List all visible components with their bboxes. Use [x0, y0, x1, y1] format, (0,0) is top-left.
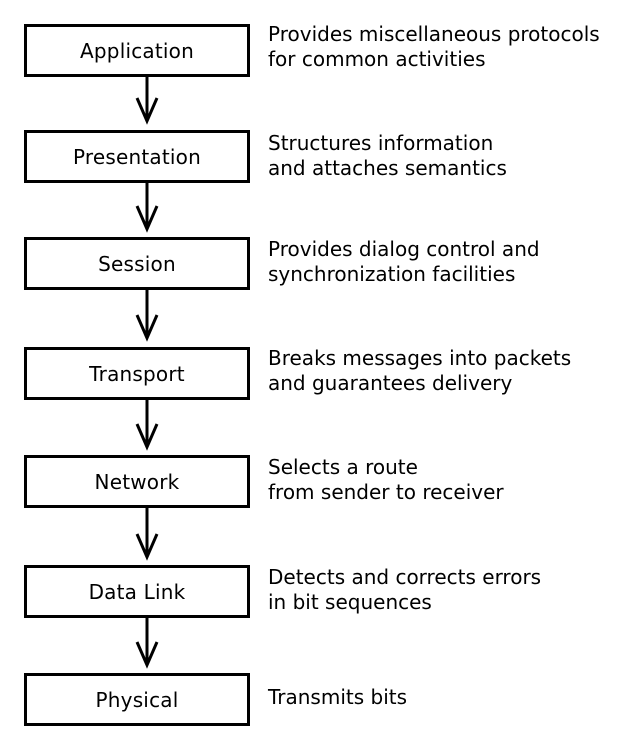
- layer-box-data-link: Data Link: [24, 565, 250, 618]
- layer-description-presentation: Structures information and attaches sema…: [268, 131, 507, 180]
- layer-description-session: Provides dialog control and synchronizat…: [268, 237, 540, 286]
- arrow-presentation-to-session: [135, 183, 159, 233]
- arrow-data-link-to-physical: [135, 618, 159, 669]
- layer-box-application: Application: [24, 24, 250, 77]
- layer-label-network: Network: [94, 469, 180, 494]
- layer-box-session: Session: [24, 237, 250, 290]
- layer-box-presentation: Presentation: [24, 130, 250, 183]
- arrow-network-to-data-link: [135, 508, 159, 561]
- layer-description-network: Selects a route from sender to receiver: [268, 455, 504, 504]
- layer-box-physical: Physical: [24, 673, 250, 726]
- layer-description-transport: Breaks messages into packets and guarant…: [268, 346, 572, 395]
- layer-label-physical: Physical: [95, 687, 179, 712]
- layer-description-data-link: Detects and corrects errors in bit seque…: [268, 565, 542, 614]
- layer-label-session: Session: [98, 251, 176, 276]
- arrow-session-to-transport: [135, 290, 159, 342]
- layer-label-data-link: Data Link: [88, 579, 186, 604]
- layer-label-presentation: Presentation: [72, 144, 201, 169]
- layer-label-application: Application: [80, 38, 194, 63]
- layer-box-transport: Transport: [24, 347, 250, 400]
- layer-box-network: Network: [24, 455, 250, 508]
- arrow-transport-to-network: [135, 400, 159, 451]
- layer-description-physical: Transmits bits: [268, 685, 408, 709]
- layer-label-transport: Transport: [89, 361, 185, 386]
- arrow-application-to-presentation: [135, 77, 159, 125]
- layer-description-application: Provides miscellaneous protocols for com…: [268, 22, 600, 71]
